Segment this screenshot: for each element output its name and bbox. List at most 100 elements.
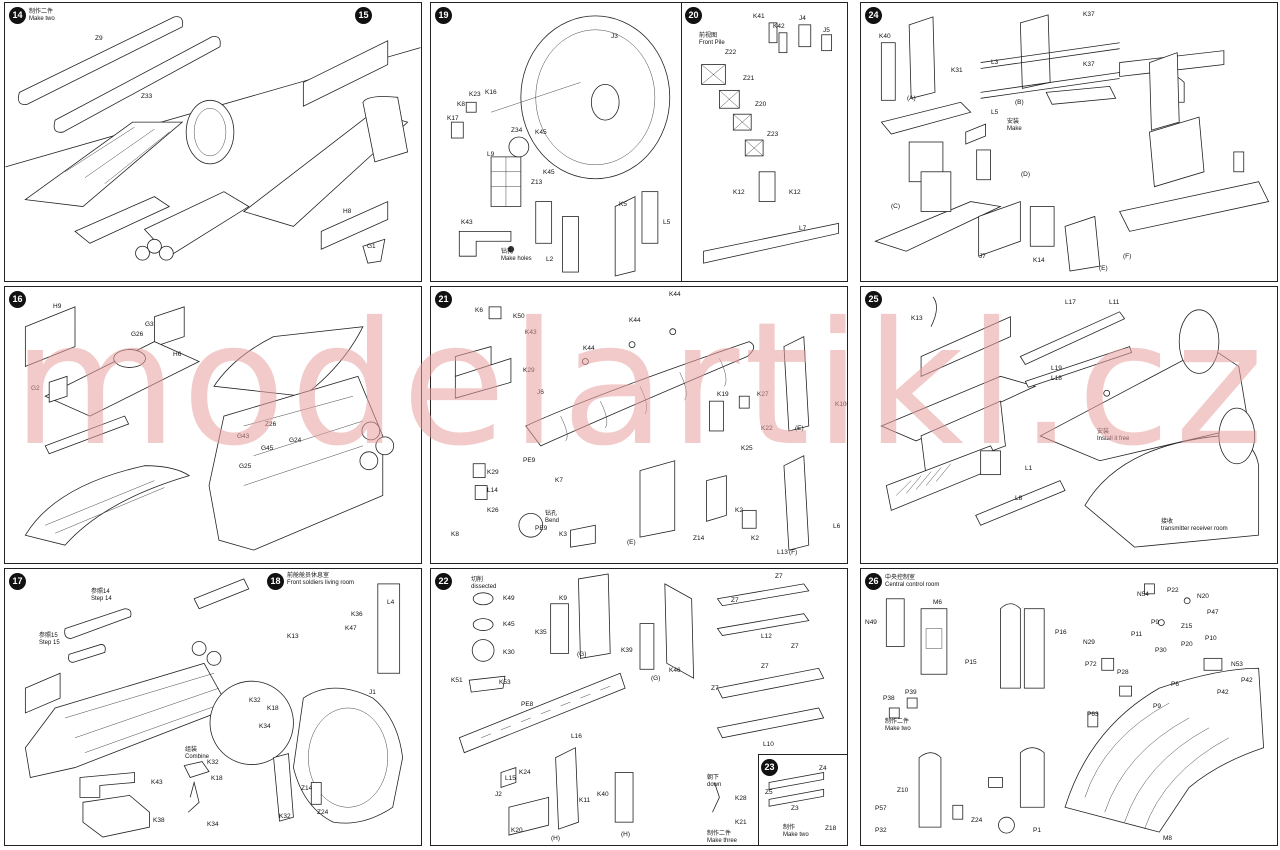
part-label: K24: [519, 769, 531, 776]
part-label: G26: [131, 331, 144, 338]
instruction-note: Make three: [707, 838, 738, 844]
part-label: G3: [145, 321, 154, 328]
part-label: L18: [1051, 375, 1062, 382]
part-label: K17: [447, 115, 459, 122]
part-label: K32: [279, 813, 291, 820]
instruction-note: transmitter receiver room: [1161, 526, 1228, 532]
part-label: P16: [1055, 629, 1067, 636]
part-label: P1: [1033, 827, 1041, 834]
part-label: Z14: [693, 535, 705, 542]
part-label: K45: [503, 621, 515, 628]
part-label: P11: [1131, 631, 1143, 638]
instruction-note: Make two: [885, 726, 911, 732]
part-label: P28: [1117, 669, 1129, 676]
part-label: K9: [559, 595, 567, 602]
part-label: K37: [1083, 61, 1095, 68]
part-label: Z33: [141, 93, 153, 100]
part-label: L8: [1015, 495, 1023, 502]
part-label: K44: [669, 291, 681, 298]
part-label: Z14: [301, 785, 313, 792]
assembly-diagram-16: [24, 306, 395, 551]
part-label: (E): [627, 539, 636, 546]
instruction-panel-steps-22-23: 22 23 切削 dissected 制作 Make two 制作二件 Make…: [430, 568, 848, 846]
part-label: (G): [651, 675, 661, 682]
part-label: P22: [1167, 587, 1179, 594]
part-label: G24: [289, 437, 302, 444]
part-label: K45: [535, 129, 547, 136]
instruction-note: Bend: [545, 518, 560, 524]
part-label: L13: [777, 549, 788, 556]
part-label: K32: [207, 759, 219, 766]
part-label: P63: [1087, 711, 1099, 718]
part-label: K34: [259, 723, 271, 730]
instruction-note: dissected: [471, 584, 497, 590]
part-label: P6: [1171, 681, 1179, 688]
part-label: K36: [351, 611, 363, 618]
part-label: K46: [669, 667, 681, 674]
part-label: K8: [457, 101, 465, 108]
part-label: N54: [1137, 591, 1149, 598]
assembly-diagram-22-23: [458, 573, 825, 836]
part-label: P42: [1217, 689, 1229, 696]
part-label: K27: [757, 391, 769, 398]
instruction-panel-steps-17-18: 17 18 参照14 Step 14 参照15 Step 15 前舱舱员休息室 …: [4, 568, 422, 846]
part-label: N20: [1197, 593, 1209, 600]
part-label: K26: [487, 507, 499, 514]
instruction-note: Front Pile: [699, 40, 725, 46]
part-label: G1: [367, 243, 376, 250]
instruction-note: Combine: [185, 754, 210, 760]
part-label: (C): [891, 203, 901, 210]
part-label: K19: [717, 391, 729, 398]
part-label: Z9: [95, 35, 103, 42]
instruction-panel-step-24: 24 安装 Make K40 K31 K37 L3 K37 L5 J7 K14 …: [860, 2, 1278, 282]
part-label: (H): [551, 835, 561, 842]
part-label: K8: [451, 531, 459, 538]
part-label: L19: [1051, 365, 1062, 372]
part-label: K30: [503, 649, 515, 656]
instruction-note: 钻孔: [545, 511, 558, 517]
part-label: K13: [287, 633, 299, 640]
step-number-badge: 14: [9, 7, 26, 24]
part-label: Z4: [819, 765, 827, 772]
part-label: P42: [1241, 677, 1253, 684]
part-label: PE8: [521, 701, 534, 708]
part-label: Z15: [1181, 623, 1193, 630]
step-number-badge: 21: [435, 291, 452, 308]
instruction-note: 制作二件: [29, 9, 54, 15]
assembly-diagram-24: [874, 14, 1270, 272]
assembly-diagram-14-15: [5, 16, 421, 264]
part-label: K40: [597, 791, 609, 798]
part-label: (F): [1123, 253, 1132, 260]
part-label: J3: [611, 33, 618, 40]
part-label: (B): [1015, 99, 1024, 106]
step-number-badge: 15: [355, 7, 372, 24]
part-label: K40: [879, 33, 891, 40]
part-label: L6: [833, 523, 841, 530]
step-number-badge: 19: [435, 7, 452, 24]
instruction-note: Central control room: [885, 582, 940, 588]
instruction-note: 制作: [783, 825, 796, 831]
part-label: L2: [546, 256, 554, 263]
part-label: L10: [763, 741, 774, 748]
step-number-badge: 23: [761, 759, 778, 776]
part-label: M6: [933, 599, 943, 606]
part-label: J7: [979, 253, 986, 260]
part-label: K43: [151, 779, 163, 786]
part-label: L4: [387, 599, 395, 606]
assembly-diagram-25: [880, 296, 1260, 548]
instruction-note: Step 14: [91, 596, 112, 602]
step-number-badge: 22: [435, 573, 452, 590]
part-label: K12: [789, 189, 801, 196]
part-label: K18: [211, 775, 223, 782]
part-label: K35: [535, 629, 547, 636]
part-label: L9: [487, 151, 495, 158]
part-label: P32: [875, 827, 887, 834]
part-label: Z24: [317, 809, 329, 816]
instruction-note: 组装: [185, 747, 198, 753]
part-label: P15: [965, 659, 977, 666]
part-label: Z26: [265, 421, 277, 428]
part-label: Z5: [765, 789, 773, 796]
part-label: L17: [1065, 299, 1076, 306]
part-label: Z3: [791, 805, 799, 812]
part-label: Z13: [531, 179, 543, 186]
